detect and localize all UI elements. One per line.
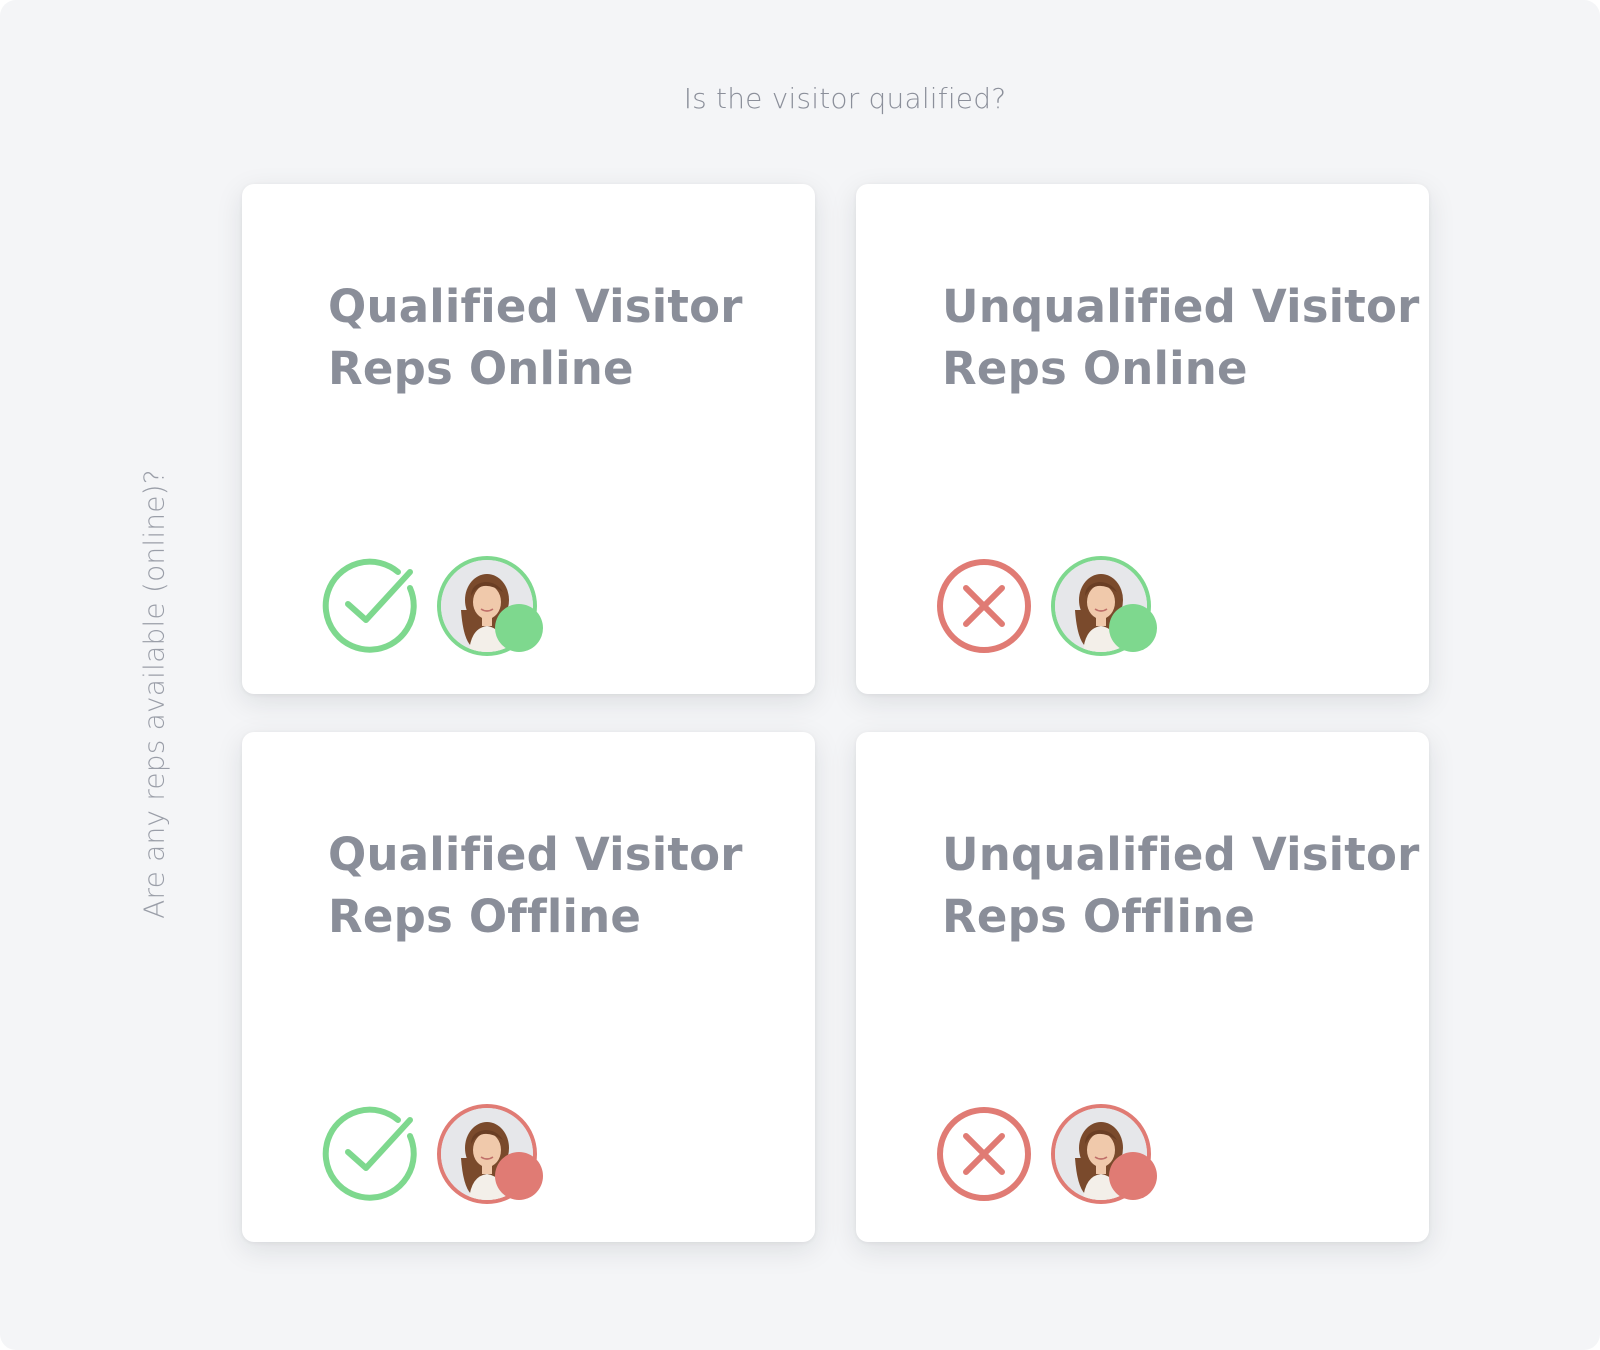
card-qualified-offline: Qualified Visitor Reps Offline (242, 732, 815, 1242)
card-title-line1: Qualified Visitor (328, 828, 743, 881)
card-unqualified-offline: Unqualified Visitor Reps Offline (856, 732, 1429, 1242)
online-status-dot (1109, 604, 1157, 652)
card-title: Qualified Visitor Reps Offline (328, 824, 743, 948)
check-circle-icon (322, 1106, 418, 1202)
offline-status-dot (1109, 1152, 1157, 1200)
rep-avatar (437, 1104, 537, 1204)
rep-avatar-group (1051, 556, 1157, 656)
rep-avatar-group (437, 1104, 543, 1204)
check-circle-icon (322, 558, 418, 654)
card-qualified-online: Qualified Visitor Reps Online (242, 184, 815, 694)
rep-avatar-group (1051, 1104, 1157, 1204)
card-title-line1: Unqualified Visitor (942, 280, 1420, 333)
card-title-line2: Reps Offline (328, 890, 642, 943)
card-title: Unqualified Visitor Reps Online (942, 276, 1420, 400)
card-title-line2: Reps Online (942, 342, 1248, 395)
card-title-line2: Reps Offline (942, 890, 1256, 943)
card-unqualified-online: Unqualified Visitor Reps Online (856, 184, 1429, 694)
card-title: Unqualified Visitor Reps Offline (942, 824, 1420, 948)
online-status-dot (495, 604, 543, 652)
rep-avatar-group (437, 556, 543, 656)
card-title-line1: Unqualified Visitor (942, 828, 1420, 881)
card-title-line1: Qualified Visitor (328, 280, 743, 333)
card-title-line2: Reps Online (328, 342, 634, 395)
x-circle-icon (936, 558, 1032, 654)
offline-status-dot (495, 1152, 543, 1200)
card-title: Qualified Visitor Reps Online (328, 276, 743, 400)
x-circle-icon (936, 1106, 1032, 1202)
row-axis-label: Are any reps available (online)? (137, 469, 171, 919)
column-axis-label: Is the visitor qualified? (683, 82, 1007, 115)
